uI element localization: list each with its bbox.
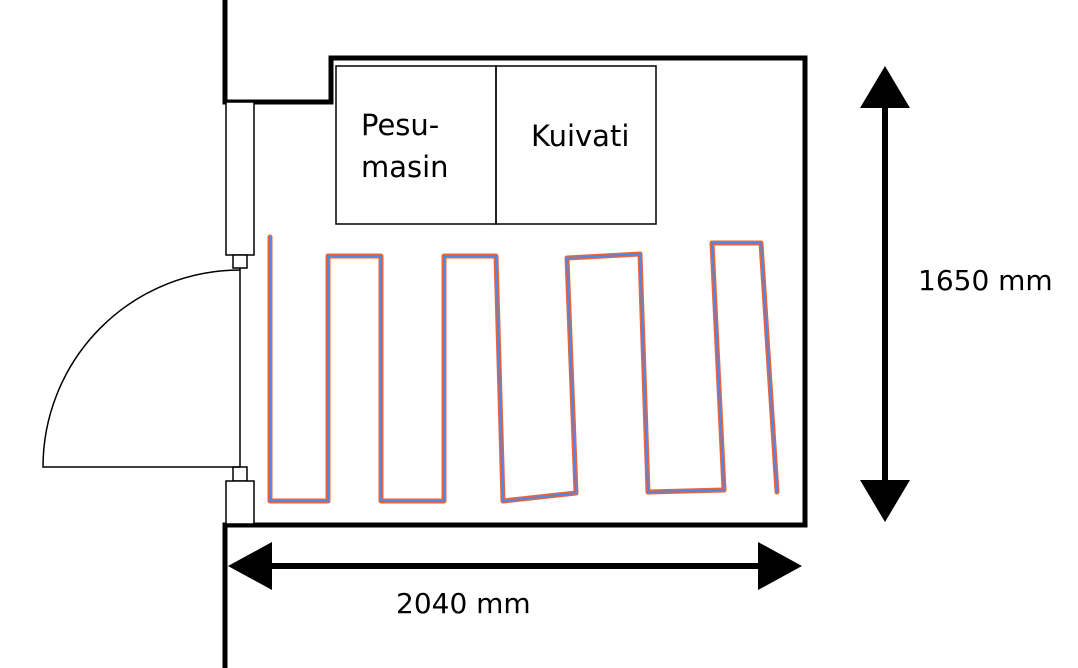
door [42,101,255,525]
dryer [495,65,657,225]
door-frame-bottom [225,480,255,525]
width-dimension-arrow [228,542,802,590]
height-dimension-arrow [860,66,910,522]
dryer-label: Kuivati [531,119,629,153]
height-dimension-label: 1650 mm [918,264,1053,297]
washing-machine [335,65,497,225]
washer-label-2: masin [361,150,449,184]
washer-label-1: Pesu- [361,108,439,142]
door-hinge-top [232,254,248,269]
heating-cable [267,234,780,504]
appliances [335,65,657,225]
width-dimension-label: 2040 mm [396,587,531,620]
door-frame-top [225,101,255,256]
door-hinge-bottom [232,466,248,482]
door-swing-arc [42,269,241,468]
